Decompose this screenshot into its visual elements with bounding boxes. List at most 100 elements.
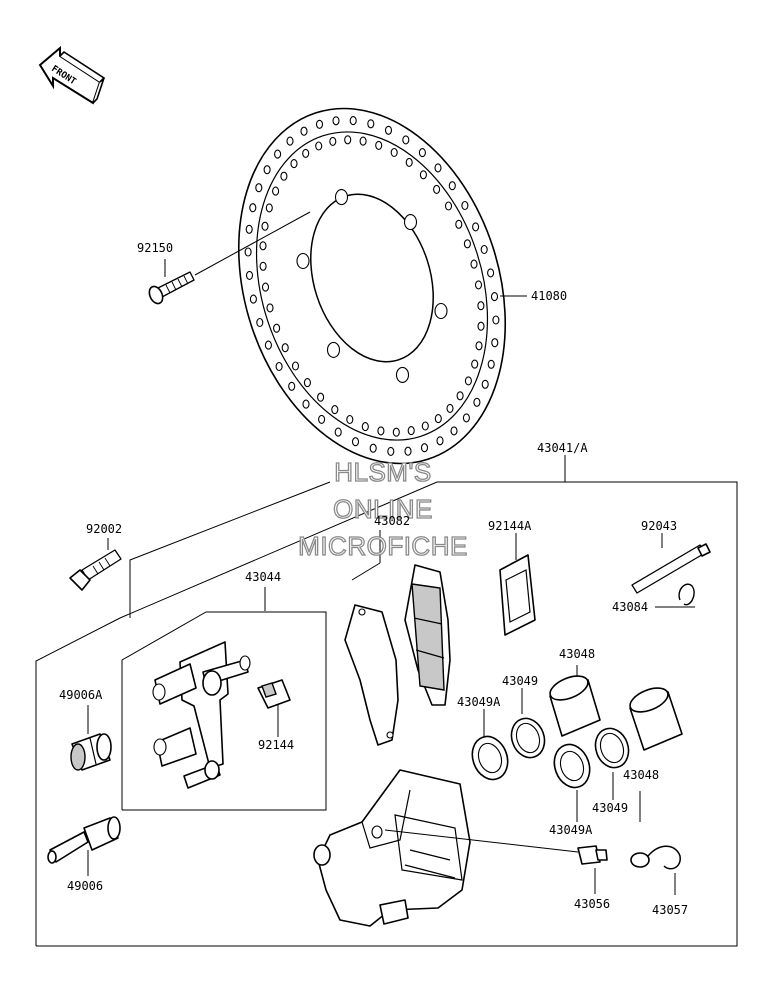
- disc-vent-hole: [256, 317, 264, 328]
- disc-vent-hole: [419, 170, 427, 180]
- disc-vent-hole: [349, 116, 357, 126]
- disc-vent-hole: [280, 171, 288, 181]
- disc-vent-hole: [404, 446, 412, 456]
- disc-vent-hole: [450, 426, 458, 436]
- disc-vent-hole: [402, 135, 410, 145]
- disc-vent-hole: [448, 181, 456, 191]
- disc-vent-hole: [359, 136, 367, 146]
- disc-vent-hole: [346, 414, 354, 425]
- label-43044: 43044: [245, 570, 281, 584]
- disc-vent-hole: [334, 427, 342, 437]
- disc-vent-hole: [331, 405, 339, 415]
- disc-vent-hole: [249, 294, 257, 304]
- disc-vent-hole: [487, 359, 495, 369]
- brake-pad-plate: [344, 604, 399, 746]
- piston-seal-43049-a: [510, 717, 546, 759]
- label-43041A: 43041/A: [537, 441, 588, 455]
- disc-vent-hole: [255, 183, 263, 193]
- watermark-line-1: HLSM'S: [334, 457, 432, 487]
- label-49006: 49006: [67, 879, 103, 893]
- disc-bolt-hole: [395, 366, 410, 383]
- disc-bolt-hole: [296, 252, 310, 270]
- disc-vent-hole: [434, 163, 442, 173]
- disc-vent-hole: [317, 392, 325, 402]
- disc-vent-hole: [375, 140, 383, 150]
- disc-vent-hole: [472, 222, 480, 232]
- disc-vent-hole: [332, 116, 340, 126]
- disc-vent-hole: [455, 219, 463, 229]
- pad-pin-92043: [631, 543, 711, 594]
- pad-spring-92144A: [499, 554, 536, 636]
- disc-vent-hole: [315, 119, 324, 129]
- disc-vent-hole: [290, 159, 298, 169]
- disc-vent-hole: [329, 136, 337, 146]
- disc-vent-hole: [464, 376, 472, 386]
- disc-vent-hole: [369, 443, 377, 453]
- label-92144A: 92144A: [488, 519, 532, 533]
- label-43049-a: 43049: [502, 674, 538, 688]
- disc-vent-hole: [384, 125, 393, 135]
- disc-vent-hole: [471, 359, 479, 369]
- disc-vent-hole: [261, 282, 270, 292]
- pad-spring-92144: [257, 679, 291, 709]
- label-43056: 43056: [574, 897, 610, 911]
- label-43049-b: 43049: [592, 801, 628, 815]
- disc-vent-hole: [487, 268, 495, 278]
- disc-vent-hole: [259, 261, 267, 271]
- disc-vent-hole: [473, 397, 481, 407]
- disc-vent-hole: [281, 343, 289, 353]
- caliper-body: [313, 769, 579, 927]
- watermark-line-3: MICROFICHE: [298, 531, 468, 561]
- disc-bolt-hole: [326, 341, 341, 358]
- piston-43048-a: [549, 675, 601, 737]
- disc-vent-hole: [434, 414, 442, 424]
- disc-vent-hole: [490, 292, 499, 302]
- disc-vent-hole: [491, 338, 499, 348]
- label-49006A: 49006A: [59, 688, 103, 702]
- label-43049A-b: 43049A: [549, 823, 593, 837]
- label-41080: 41080: [531, 289, 567, 303]
- disc-vent-hole: [264, 340, 272, 350]
- disc-vent-hole: [477, 301, 485, 311]
- disc-vent-hole: [405, 157, 413, 167]
- disc-vent-hole: [302, 399, 310, 409]
- disc-vent-hole: [274, 149, 282, 159]
- disc-vent-hole: [318, 414, 326, 424]
- label-43082: 43082: [374, 514, 410, 528]
- disc-vent-hole: [433, 184, 441, 194]
- disc-bolt-92150: [148, 211, 311, 305]
- disc-vent-hole: [286, 136, 294, 146]
- disc-vent-hole: [420, 443, 429, 453]
- disc-vent-hole: [244, 247, 252, 257]
- disc-vent-hole: [273, 323, 281, 333]
- dust-seal-43049A-b: [553, 743, 591, 789]
- disc-vent-hole: [474, 280, 483, 290]
- disc-vent-hole: [367, 119, 375, 129]
- pin-clip-43084: [678, 583, 695, 606]
- disc-vent-hole: [344, 135, 352, 145]
- disc-vent-hole: [265, 203, 273, 213]
- dust-seal-49006A: [70, 733, 112, 771]
- caliper-bolt-92002: [69, 549, 122, 591]
- disc-vent-hole: [475, 341, 483, 351]
- label-43049A-a: 43049A: [457, 695, 501, 709]
- watermark: HLSM'S ONLINE MICROFICHE: [298, 456, 468, 561]
- disc-vent-hole: [300, 126, 308, 136]
- assembly-frame: [35, 481, 738, 947]
- disc-vent-hole: [275, 361, 283, 372]
- disc-vent-hole: [249, 203, 257, 213]
- label-43057: 43057: [652, 903, 688, 917]
- disc-vent-hole: [387, 446, 395, 456]
- watermark-line-2: ONLINE: [333, 494, 433, 524]
- disc-vent-hole: [392, 427, 400, 437]
- bleed-valve-43056: [577, 845, 608, 865]
- label-92144: 92144: [258, 738, 294, 752]
- disc-vent-hole: [418, 148, 426, 158]
- brake-disc: [237, 107, 507, 465]
- disc-bolt-hole: [434, 302, 448, 320]
- disc-vent-hole: [315, 141, 323, 151]
- disc-vent-hole: [480, 244, 488, 255]
- disc-vent-hole: [302, 148, 310, 158]
- disc-vent-hole: [444, 201, 453, 211]
- dust-seal-43049A-a: [471, 735, 509, 781]
